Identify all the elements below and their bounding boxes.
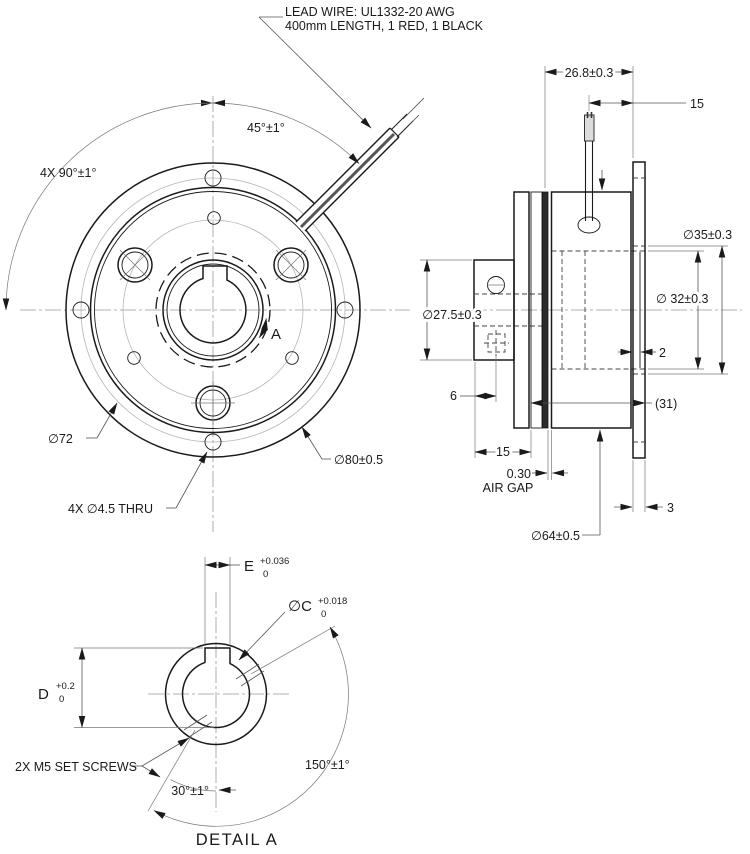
angle-90-label: 4X 90°±1° — [40, 166, 96, 180]
thru-holes-label: 4X ∅4.5 THRU — [68, 502, 153, 516]
dim-d-tol-upper: +0.2 — [56, 681, 75, 692]
detail-a-arc-indicator — [258, 317, 269, 339]
lead-wire-note-line2: 400mm LENGTH, 1 RED, 1 BLACK — [285, 19, 484, 33]
dim-6-label: 6 — [450, 389, 457, 403]
mounting-holes — [72, 169, 354, 451]
dim-15-top-label: 15 — [690, 97, 704, 111]
dia-c-tol-lower: 0 — [321, 609, 326, 620]
dim-15-bottom-label: 15 — [496, 445, 510, 459]
dim-e-label: E — [244, 558, 254, 575]
dim-e-tol-upper: +0.036 — [260, 556, 289, 567]
dia-c-label: ∅C — [288, 598, 312, 615]
dim-3-label: 3 — [667, 501, 674, 515]
angle-45-label: 45°±1° — [247, 121, 285, 135]
dia72-label: ∅72 — [48, 432, 73, 446]
setscrew-axis-line — [147, 729, 196, 812]
lead-wire-cable — [295, 97, 425, 232]
dia64-label: ∅64±0.5 — [531, 529, 580, 543]
angle-30-label: 30°±1° — [171, 784, 209, 798]
stator-body — [550, 191, 632, 429]
dia32-label: ∅ 32±0.3 — [656, 292, 709, 306]
angle-45-arc — [212, 102, 360, 164]
lead-wire-note-line1: LEAD WIRE: UL1332-20 AWG — [285, 5, 455, 19]
detail-caption: DETAIL A — [196, 831, 279, 849]
dia-c-leader — [238, 611, 286, 661]
mounting-flange — [632, 161, 646, 459]
setscrew-label: 2X M5 SET SCREWS — [15, 760, 137, 774]
dim-d-tol-lower: 0 — [59, 694, 64, 705]
dia80-label: ∅80±0.5 — [334, 453, 383, 467]
dia27-5-label: ∅27.5±0.3 — [422, 308, 482, 322]
detail-a-view: E +0.036 0 ∅C +0.018 0 D +0.2 0 2X M5 SE… — [15, 556, 350, 849]
dim-e-tol-lower: 0 — [263, 569, 268, 580]
flange-outer-circle — [65, 162, 361, 458]
dim-2-label: 2 — [659, 346, 666, 360]
air-gap-label: AIR GAP — [483, 481, 534, 495]
detail-a-boundary-circle — [155, 252, 271, 368]
arrowhead — [213, 99, 225, 107]
bore-with-keyway — [179, 265, 247, 344]
dim-26-8-label: 26.8±0.3 — [565, 66, 614, 80]
air-gap-value: 0.30 — [507, 467, 531, 481]
angle-150-label: 150°±1° — [305, 758, 350, 772]
bolt-circle — [80, 177, 346, 443]
dia35-label: ∅35±0.3 — [683, 228, 732, 242]
friction-disc — [542, 191, 549, 429]
lead-wire-note-leader — [258, 16, 372, 129]
angle-90-arc — [2, 102, 214, 311]
dia72-leader — [96, 402, 118, 439]
detail-marker-label: A — [271, 326, 281, 343]
dim-31-label: (31) — [655, 397, 677, 411]
body-circle-outer — [89, 186, 337, 434]
body-circle-inner — [94, 191, 332, 429]
hub-circle — [162, 259, 264, 361]
side-view: 26.8±0.3 15 ∅35±0.3 ∅ 32±0.3 2 (31) ∅27.… — [419, 63, 742, 543]
rotor-disc — [513, 191, 530, 429]
thru-holes-leader — [175, 451, 208, 509]
side-lead-wire — [577, 112, 601, 234]
setscrew-leader-2 — [141, 765, 161, 778]
front-view: A 45°±1° 4X 90°±1° LEAD WIRE: UL1332-20 … — [2, 5, 484, 532]
dia80-leader — [301, 426, 323, 460]
armature-plate — [530, 191, 543, 429]
setscrew-hole-bottom-hidden — [484, 330, 509, 356]
hub-chamfer-circle — [166, 263, 260, 357]
dia-c-tol-upper: +0.018 — [318, 596, 347, 607]
setscrew-axis-line — [250, 625, 336, 675]
small-holes — [127, 211, 299, 365]
screw-heads — [117, 247, 309, 425]
dim-d-label: D — [38, 686, 49, 703]
angle-150-arc — [153, 626, 349, 827]
